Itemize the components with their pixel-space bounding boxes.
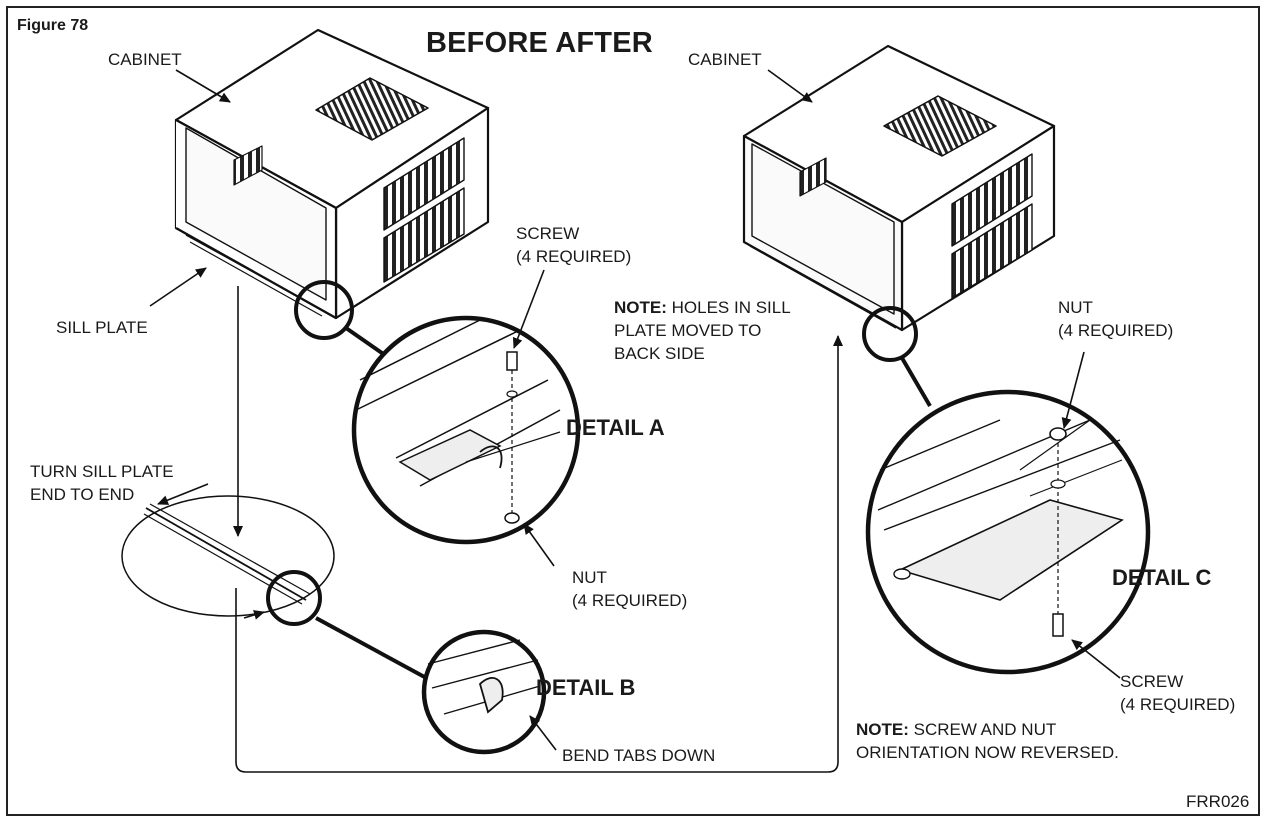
figure-code: FRR026 — [1186, 792, 1250, 811]
note-holes-prefix: NOTE: — [614, 298, 667, 317]
left-cabinet-label: CABINET — [108, 50, 182, 69]
bend-tabs-label: BEND TABS DOWN — [562, 746, 716, 765]
screw-label-a: SCREW (4 REQUIRED) — [516, 222, 631, 268]
detail-a-label: DETAIL A — [566, 415, 665, 440]
screw-label-c-line1: SCREW — [1120, 672, 1184, 691]
screw-label-c-line2: (4 REQUIRED) — [1120, 695, 1236, 714]
screw-label-a-line2: (4 REQUIRED) — [516, 247, 632, 266]
detail-c-callout — [862, 306, 1151, 675]
right-cabinet-drawing — [742, 44, 1056, 332]
sill-plate-label: SILL PLATE — [56, 318, 148, 337]
detail-c-label: DETAIL C — [1112, 565, 1212, 590]
detail-b-callout — [121, 495, 547, 755]
note-reversed-line1: SCREW AND NUT — [913, 720, 1057, 739]
nut-label-c-line2: (4 REQUIRED) — [1058, 321, 1174, 340]
turn-sill-plate-label: TURN SILL PLATE END TO END — [30, 460, 174, 506]
detail-a-callout — [294, 280, 581, 545]
note-holes: NOTE: HOLES IN SILL PLATE MOVED TO BACK … — [614, 296, 791, 365]
turn-line2: END TO END — [30, 485, 135, 504]
note-reversed-line2: ORIENTATION NOW REVERSED. — [856, 743, 1119, 762]
note-holes-line1: HOLES IN SILL — [671, 298, 791, 317]
screw-label-c: SCREW (4 REQUIRED) — [1120, 670, 1235, 716]
figure-number: Figure 78 — [17, 17, 89, 34]
leader-lines — [149, 69, 1121, 773]
turn-line1: TURN SILL PLATE — [30, 462, 174, 481]
nut-label-a-line1: NUT — [572, 568, 607, 587]
note-holes-line2: PLATE MOVED TO — [614, 321, 762, 340]
nut-label-c: NUT (4 REQUIRED) — [1058, 296, 1173, 342]
note-reversed-prefix: NOTE: — [856, 720, 909, 739]
note-holes-line3: BACK SIDE — [614, 344, 705, 363]
before-after-heading: BEFORE AFTER — [426, 27, 653, 59]
nut-label-a-line2: (4 REQUIRED) — [572, 591, 688, 610]
nut-label-c-line1: NUT — [1058, 298, 1093, 317]
nut-label-a: NUT (4 REQUIRED) — [572, 566, 687, 612]
left-cabinet-drawing — [174, 28, 490, 320]
right-cabinet-label: CABINET — [688, 50, 762, 69]
screw-label-a-line1: SCREW — [516, 224, 580, 243]
note-reversed: NOTE: SCREW AND NUT ORIENTATION NOW REVE… — [856, 718, 1119, 764]
detail-b-label: DETAIL B — [536, 675, 636, 700]
